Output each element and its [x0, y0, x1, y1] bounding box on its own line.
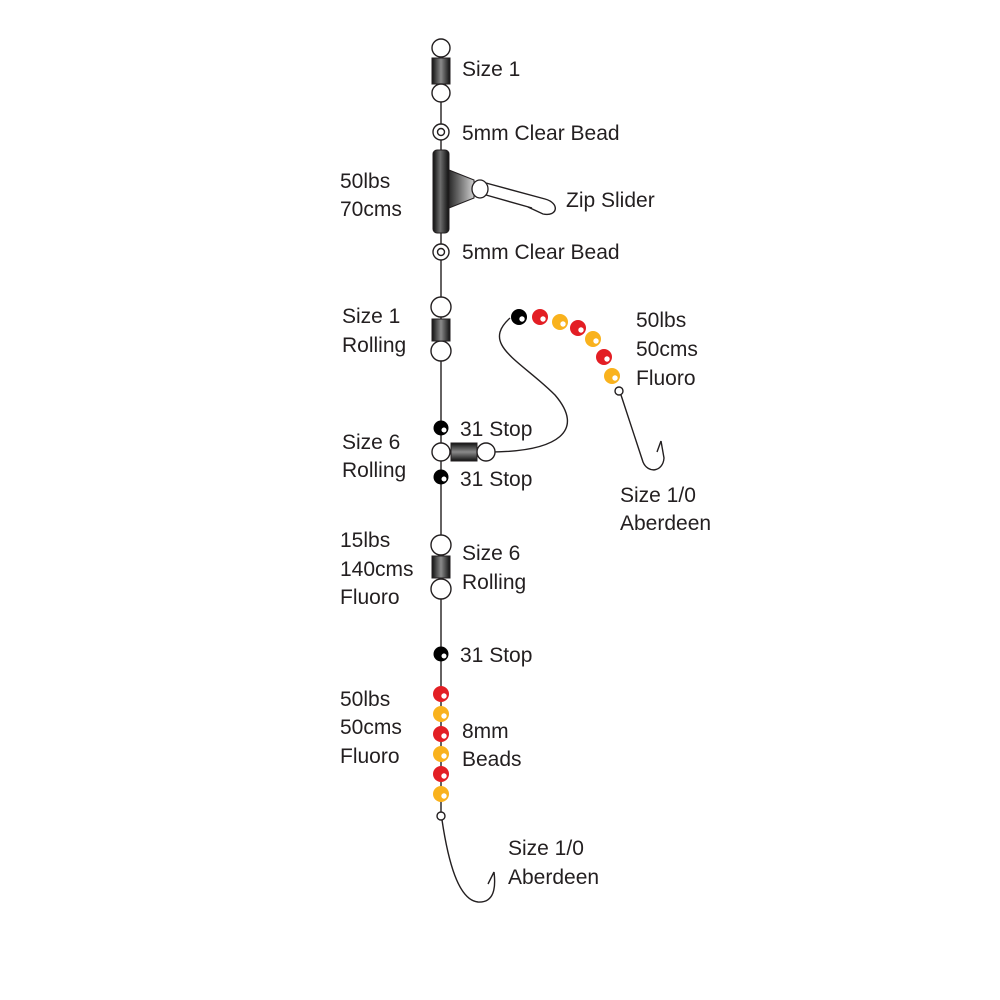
label-rolling-6b-size: Size 6 — [462, 542, 520, 565]
top-swivel — [431, 38, 451, 103]
rolling-swivel-size-6-lower — [430, 534, 452, 600]
label-rolling-6-size: Size 6 — [342, 431, 400, 454]
label-rolling-6b-type: Rolling — [462, 571, 526, 594]
label-main-line-length: 70cms — [340, 198, 402, 221]
clear-bead-upper — [432, 123, 450, 141]
label-snood-hook-size: Size 1/0 — [620, 484, 696, 507]
label-snood-hook-type: Aberdeen — [620, 512, 711, 535]
rolling-swivel-size-6-snood — [431, 442, 496, 462]
label-rolling-6-type: Rolling — [342, 459, 406, 482]
rolling-swivel-size-1 — [430, 296, 452, 362]
label-stop-lower: 31 Stop — [460, 468, 532, 491]
label-snood-material: Fluoro — [636, 367, 696, 390]
label-bottom-hook-type: Aberdeen — [508, 866, 599, 889]
label-stop-upper: 31 Stop — [460, 418, 532, 441]
zip-slider — [432, 149, 556, 234]
snood-hook-icon — [614, 386, 665, 471]
label-trace-length: 50cms — [340, 716, 402, 739]
label-bottom-hook-size: Size 1/0 — [508, 837, 584, 860]
label-beads-type: Beads — [462, 748, 522, 771]
label-stop-bottom: 31 Stop — [460, 644, 532, 667]
label-top-swivel: Size 1 — [462, 58, 520, 81]
label-trace-strength: 50lbs — [340, 688, 390, 711]
label-zip-slider: Zip Slider — [566, 189, 655, 212]
label-body-length: 140cms — [340, 558, 414, 581]
bottom-hook-icon — [436, 811, 496, 903]
label-main-line-strength: 50lbs — [340, 170, 390, 193]
label-clear-bead-upper: 5mm Clear Bead — [462, 122, 620, 145]
label-body-strength: 15lbs — [340, 529, 390, 552]
label-clear-bead-lower: 5mm Clear Bead — [462, 241, 620, 264]
trace-beads — [433, 686, 449, 802]
stop-bottom — [433, 646, 449, 662]
snood-line — [487, 317, 569, 453]
clear-bead-lower — [432, 243, 450, 261]
stop-lower — [433, 469, 449, 485]
label-rolling-1-type: Rolling — [342, 334, 406, 357]
label-trace-material: Fluoro — [340, 745, 400, 768]
label-snood-strength: 50lbs — [636, 309, 686, 332]
label-beads-size: 8mm — [462, 720, 509, 743]
snood-beads — [511, 309, 620, 384]
label-snood-length: 50cms — [636, 338, 698, 361]
label-rolling-1-size: Size 1 — [342, 305, 400, 328]
label-body-material: Fluoro — [340, 586, 400, 609]
stop-upper — [433, 420, 449, 436]
